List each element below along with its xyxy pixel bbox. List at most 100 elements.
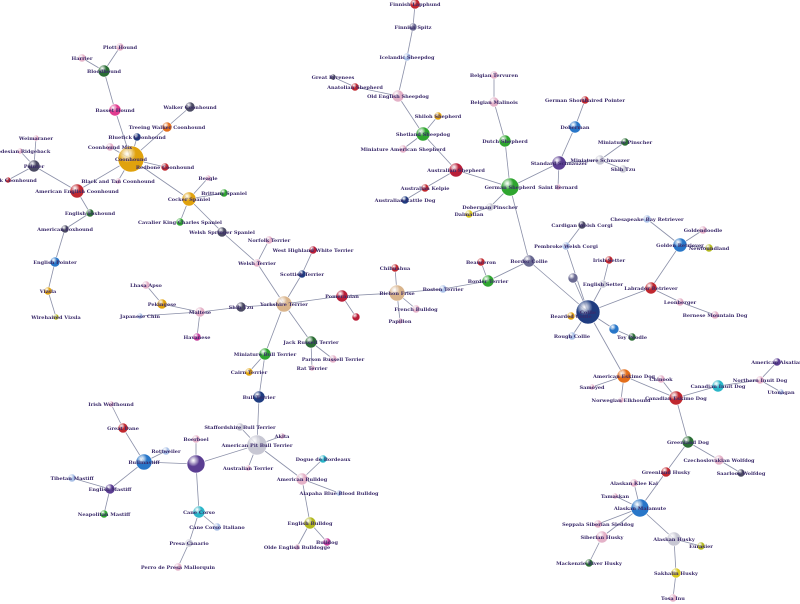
node-chesapeake-bay-retriever[interactable] [642, 214, 652, 224]
node-northern-inuit-dog[interactable] [755, 375, 765, 385]
node-welsh-terrier[interactable] [252, 258, 262, 268]
node-rhodesian-ridgeback[interactable] [16, 147, 24, 155]
node-english-setter[interactable] [598, 279, 608, 289]
node-miniature-schnauzer[interactable] [594, 154, 606, 166]
node-border-terrier[interactable] [481, 274, 495, 288]
node-seppala-siberian-sleddog[interactable] [593, 519, 603, 529]
node-boston-terrier[interactable] [438, 284, 448, 294]
node-cocker-spaniel[interactable] [181, 191, 197, 207]
node-olde-english-bulldogge[interactable] [293, 543, 301, 551]
node-tamaskan[interactable] [611, 492, 619, 500]
node-chihuahua[interactable] [390, 263, 400, 273]
node-coonhound[interactable] [117, 145, 145, 173]
node-canadian-eskimo-dog[interactable] [668, 390, 684, 406]
node-icelandic-sheepdog[interactable] [402, 52, 412, 62]
node-shih-tzu-2[interactable] [235, 301, 247, 313]
node-lhasa-apso[interactable] [141, 280, 151, 290]
node-collie[interactable] [575, 299, 601, 325]
node-west-highland-white-terrier[interactable] [308, 245, 318, 255]
node-pointer[interactable] [27, 159, 41, 173]
node-bluetick-2[interactable] [4, 176, 12, 184]
node-cavalier-king-charles-spaniel[interactable] [175, 217, 185, 227]
node-newfoundland[interactable] [704, 243, 714, 253]
node-beauceron[interactable] [476, 257, 486, 267]
node-rough-collie[interactable] [567, 331, 577, 341]
node-golden-retriever[interactable] [672, 237, 688, 253]
node-cairn-terrier[interactable] [244, 367, 254, 377]
node-walker-coonhound[interactable] [184, 101, 196, 113]
node-bulldog[interactable] [322, 537, 332, 547]
node-dalmatian[interactable] [464, 209, 474, 219]
node-saint-bernard[interactable] [554, 183, 562, 191]
node-german-shorthaired-pointer[interactable] [580, 95, 590, 105]
node-miniature-pinscher[interactable] [620, 137, 630, 147]
node-czechoslovakian-wolfdog[interactable] [713, 454, 725, 466]
node-doberman[interactable] [568, 120, 582, 134]
node-american-eskimo-dog[interactable] [616, 368, 632, 384]
node-french-bulldog[interactable] [411, 304, 421, 314]
node-shetland-sheepdog[interactable] [415, 126, 431, 142]
node-english-bulldog[interactable] [303, 516, 317, 530]
node-american-foxhound[interactable] [60, 224, 70, 234]
node-jack-russell-terrier[interactable] [304, 335, 318, 349]
node-australian-cattle-dog[interactable] [400, 195, 410, 205]
node-smooth-collie[interactable] [608, 323, 620, 335]
node-standard-schnauzer[interactable] [551, 155, 567, 171]
node-pom-mix[interactable] [351, 312, 361, 322]
node-neapolitan-mastiff[interactable] [99, 509, 109, 519]
node-finnish-lapphund[interactable] [409, 0, 421, 10]
node-irish-wolfhound[interactable] [107, 400, 115, 408]
node-english-mastiff[interactable] [104, 483, 116, 495]
node-boerboel[interactable] [191, 434, 201, 444]
node-treeing-walker-coonhound[interactable] [161, 121, 173, 133]
node-bull-terrier[interactable] [252, 390, 266, 404]
node-cane-corso[interactable] [192, 505, 206, 519]
node-american-bulldog[interactable] [295, 472, 309, 486]
node-norwegian-elkhound[interactable] [617, 396, 625, 404]
node-staffordshire-bull-terrier[interactable] [235, 422, 245, 432]
node-canadian-inuit-dog[interactable] [711, 379, 725, 393]
node-american-pit-bull-terrier[interactable] [246, 434, 268, 456]
node-akita[interactable] [278, 432, 286, 440]
node-redbone-coonhound[interactable] [160, 162, 170, 172]
node-cardigan-welsh-corgi[interactable] [577, 220, 587, 230]
node-shih-tzu[interactable] [618, 164, 628, 174]
node-border-collie[interactable] [522, 254, 536, 268]
node-havanese[interactable] [192, 332, 202, 342]
node-toy-poodle[interactable] [627, 332, 637, 342]
node-labrador-retriever[interactable] [644, 281, 658, 295]
node-cane-corso-mix[interactable] [186, 454, 206, 474]
node-tosa-inu[interactable] [668, 593, 678, 603]
node-bluetick-coonhound[interactable] [132, 132, 142, 142]
node-plott-hound[interactable] [115, 42, 125, 52]
node-english-foxhound[interactable] [85, 208, 95, 218]
node-eurasier[interactable] [696, 541, 706, 551]
node-samoyed[interactable] [588, 383, 596, 391]
node-yorkshire-terrier[interactable] [275, 295, 293, 313]
node-scottish-terrier[interactable] [297, 269, 307, 279]
node-belgian-tervuren[interactable] [489, 70, 499, 80]
node-german-shepherd[interactable] [500, 177, 520, 197]
node-australian-shepherd[interactable] [448, 162, 464, 178]
node-rat-terrier[interactable] [308, 364, 316, 372]
node-australian-kelpie[interactable] [420, 183, 430, 193]
node-bullmastiff[interactable] [135, 453, 153, 471]
node-weimaraner[interactable] [32, 134, 40, 142]
node-beagle[interactable] [204, 174, 212, 182]
node-bearded-collie[interactable] [566, 311, 576, 321]
node-coonhound-mix[interactable] [105, 142, 115, 152]
node-rottweiler[interactable] [161, 446, 171, 456]
node-black-and-tan-coonhound[interactable] [114, 177, 122, 185]
node-sakhalin-husky[interactable] [670, 567, 682, 579]
node-american-english-coonhound[interactable] [69, 183, 85, 199]
node-norfolk-terrier[interactable] [264, 235, 274, 245]
node-siberian-husky[interactable] [595, 530, 609, 544]
node-american-alsatian[interactable] [772, 357, 782, 367]
node-presa-canario[interactable] [184, 538, 194, 548]
node-great-pyrenees[interactable] [329, 73, 337, 81]
node-pembroke-welsh-corgi[interactable] [561, 241, 571, 251]
node-anatolian-shepherd[interactable] [350, 82, 360, 92]
node-alapaha-blue-blood-bulldog[interactable] [335, 489, 343, 497]
node-greenland-dog[interactable] [681, 435, 695, 449]
node-utonagan[interactable] [777, 388, 785, 396]
